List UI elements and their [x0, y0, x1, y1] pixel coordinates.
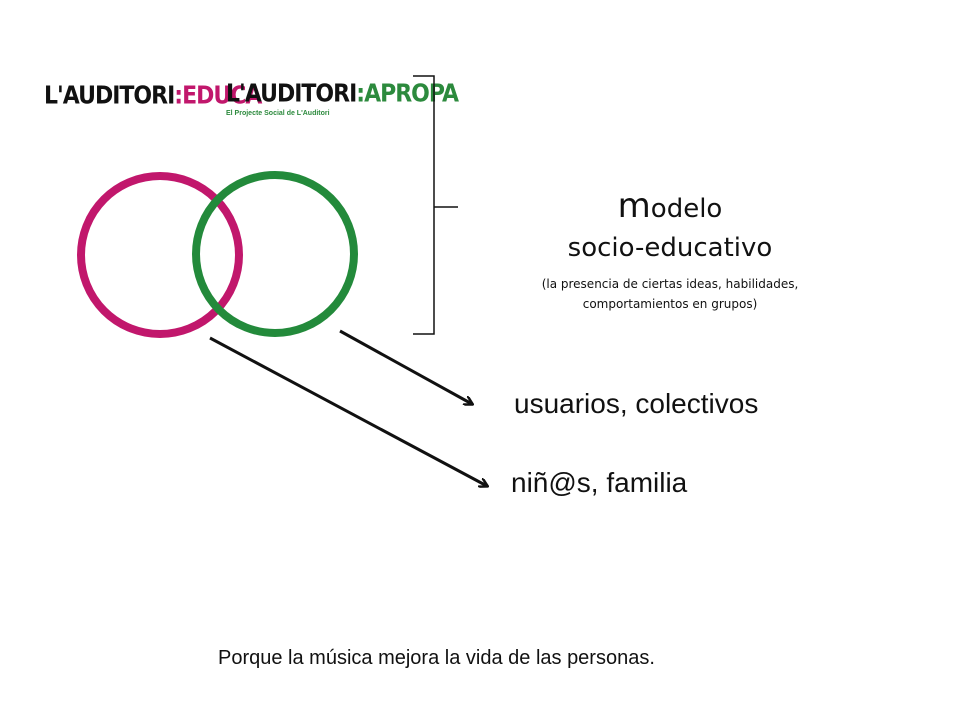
arrow-to-children	[209, 336, 487, 486]
model-note: (la presencia de ciertas ideas, habilida…	[541, 277, 799, 311]
target-collectives: usuarios, colectivos	[514, 388, 759, 419]
logo-auditori-apropa: L'AUDITORI:APROPA El Projecte Social de …	[226, 79, 459, 117]
footer-slogan: Porque la música mejora la vida de las p…	[218, 647, 655, 669]
model-title: modelo	[520, 186, 820, 226]
logo-educa-suffix: EDUCA	[182, 81, 262, 111]
model-subtitle: socio-educativo	[567, 233, 773, 263]
educa-circle	[77, 172, 243, 338]
model-title-first-letter: m	[617, 186, 651, 226]
logo-educa-colon: :	[174, 81, 183, 111]
curly-brace	[413, 75, 458, 335]
logo-apropa-colon: :	[356, 79, 365, 109]
model-title-rest: odelo	[650, 194, 723, 224]
logo-auditori-educa: L'AUDITORI:EDUCA	[44, 83, 262, 108]
apropa-circle	[192, 171, 358, 337]
logo-educa-prefix: L'AUDITORI	[44, 81, 175, 111]
logo-apropa-prefix: L'AUDITORI	[226, 79, 357, 109]
logo-apropa-tagline: El Projecte Social de L'Auditori	[226, 110, 330, 117]
target-children: niñ@s, familia	[511, 467, 688, 498]
logo-apropa-suffix: APROPA	[364, 79, 459, 109]
arrow-to-collectives	[339, 329, 472, 404]
